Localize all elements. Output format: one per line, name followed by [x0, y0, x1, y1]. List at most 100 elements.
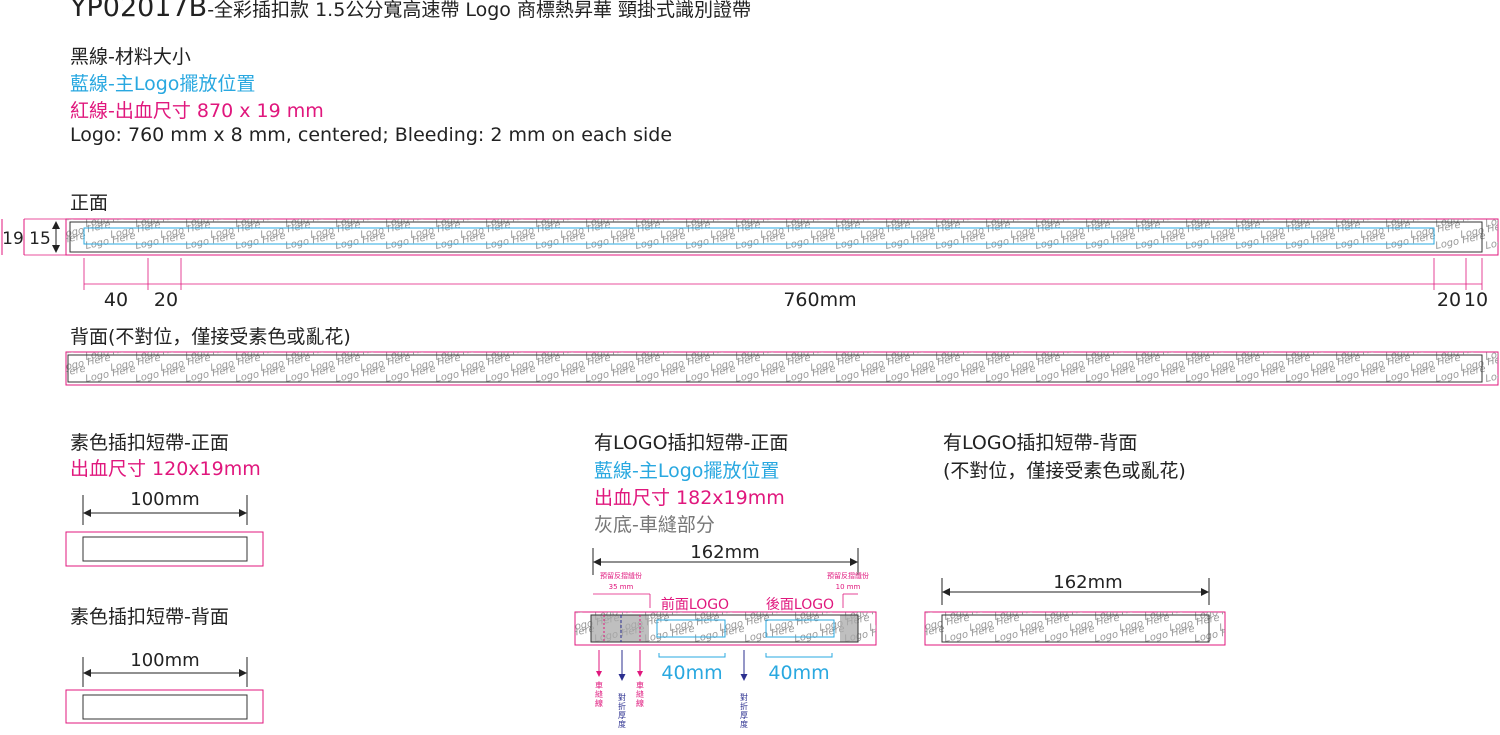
logo-here-text: Logo Here: [634, 209, 686, 230]
logo-front-bleed: 出血尺寸 182x19mm: [594, 487, 785, 509]
logo-here-text: Logo Here: [1334, 209, 1386, 230]
logo-here-text: Logo Here: [534, 209, 586, 230]
logo-here-text: Logo Here: [584, 342, 636, 363]
back-logo-label: 後面LOGO: [766, 597, 834, 613]
logo-here-text: Logo Here: [134, 209, 186, 230]
logo-here-text: Logo Here: [234, 342, 286, 363]
logo-here-text: Logo Here: [734, 342, 786, 363]
logo-here-text: Logo Here: [1434, 209, 1486, 230]
plain-front-bleed: 出血尺寸 120x19mm: [70, 458, 261, 480]
legend-red-line: 紅線-出血尺寸 870 x 19 mm: [70, 100, 324, 122]
logo-here-text: Logo Here: [1243, 602, 1295, 623]
logo-here-text: Logo Here: [1434, 342, 1486, 363]
logo-here-text: Logo Here: [1184, 209, 1236, 230]
logo-here-text: Logo Here: [334, 342, 386, 363]
logo-here-text: Logo Here: [1234, 209, 1286, 230]
logo-front-title: 有LOGO插扣短帶-正面: [594, 432, 789, 454]
logo-here-text: Logo Here: [184, 209, 236, 230]
fold-thickness-left: 對折厚度: [618, 692, 626, 729]
logo-here-text: Logo Here: [693, 602, 745, 623]
plain-front-strip: 100mm: [65, 489, 264, 567]
logo-here-text: Logo Here: [784, 342, 836, 363]
front-logo-40mm: 40mm: [661, 662, 722, 684]
back-logo-40mm: 40mm: [768, 662, 829, 684]
logo-here-text: Logo Here: [793, 602, 845, 623]
logo-here-text: Logo Here: [884, 209, 936, 230]
logo-here-text: Logo Here: [1093, 602, 1145, 623]
fold-thickness-right: 對折厚度: [740, 692, 748, 729]
logo-here-text: Logo Here: [984, 209, 1036, 230]
logo-spec: Logo: 760 mm x 8 mm, centered; Bleeding:…: [70, 124, 673, 146]
logo-front-blue-legend: 藍線-主Logo擺放位置: [594, 460, 780, 482]
sew-line-left: 車縫線: [595, 680, 603, 708]
logo-here-text: Logo Here: [734, 209, 786, 230]
logo-here-text: Logo Here: [684, 342, 736, 363]
logo-here-text: Logo Here: [534, 342, 586, 363]
dim-760-label: 760mm: [783, 289, 856, 311]
logo-here-text: Logo Here: [1218, 613, 1270, 634]
logo-here-text: Logo Here: [1243, 624, 1295, 645]
front-width-dimensions: 40 20 760mm 20 10: [83, 258, 1488, 311]
logo-here-text: Logo Here: [1484, 342, 1500, 363]
plain-front-dim-label: 100mm: [130, 489, 199, 510]
logo-here-text: Logo Here: [1284, 342, 1336, 363]
reserve-left-line2: 35 mm: [609, 583, 634, 591]
logo-back-subtitle: (不對位，僅接受素色或亂花): [943, 460, 1186, 482]
logo-here-text: Logo Here: [834, 209, 886, 230]
logo-here-text: Logo Here: [434, 342, 486, 363]
logo-here-text: Logo Here: [934, 342, 986, 363]
logo-here-text: Logo Here: [234, 209, 286, 230]
logo-here-text: Logo Here: [934, 209, 986, 230]
plain-back-title: 素色插扣短帶-背面: [70, 606, 229, 628]
logo-here-text: Logo Here: [993, 602, 1045, 623]
product-code: YP02017B-全彩插扣款 1.5公分寬高速帶 Logo 商標熱昇華 頸掛式識…: [70, 0, 751, 23]
reserve-right-line2: 10 mm: [836, 583, 861, 591]
logo-here-text: Logo Here: [1334, 342, 1386, 363]
front-label: 正面: [70, 192, 109, 214]
dim-20-right-label: 20: [1437, 289, 1461, 311]
legend-blue-line: 藍線-主Logo擺放位置: [70, 73, 256, 95]
logo-here-text: Logo Here: [184, 342, 236, 363]
reserve-right-line1: 預留反摺縫份: [827, 571, 869, 580]
dim-20-left-label: 20: [154, 289, 178, 311]
logo-here-text: Logo Here: [284, 342, 336, 363]
front-height-dimensions: 19 15: [1, 218, 66, 256]
logo-back-dim-label: 162mm: [1053, 572, 1122, 593]
dim-10-label: 10: [1464, 289, 1488, 311]
logo-here-text: Logo Here: [484, 342, 536, 363]
logo-here-text: Logo Here: [1184, 342, 1236, 363]
logo-back-title: 有LOGO插扣短帶-背面: [943, 432, 1138, 454]
logo-here-text: Logo Here: [384, 342, 436, 363]
logo-here-text: Logo Here: [484, 209, 536, 230]
logo-here-text: Logo Here: [334, 209, 386, 230]
logo-here-text: Logo Here: [1134, 209, 1186, 230]
logo-here-text: Logo Here: [1384, 209, 1436, 230]
logo-here-text: Logo Here: [1043, 602, 1095, 623]
logo-here-text: Logo Here: [834, 342, 886, 363]
plain-back-dim-label: 100mm: [130, 650, 199, 671]
logo-here-text: Logo Here: [868, 613, 920, 634]
logo-here-text: Logo Here: [384, 209, 436, 230]
plain-front-title: 素色插扣短帶-正面: [70, 432, 229, 454]
logo-here-text: Logo Here: [1284, 209, 1336, 230]
logo-here-text: Logo Here: [1484, 209, 1500, 230]
logo-here-text: Logo Here: [1384, 342, 1436, 363]
reserve-left-line1: 預留反摺縫份: [600, 571, 642, 580]
logo-here-text: Logo Here: [884, 342, 936, 363]
logo-here-text: Logo Here: [1084, 209, 1136, 230]
logo-here-text: Logo Here: [684, 209, 736, 230]
logo-here-text: Logo Here: [1084, 342, 1136, 363]
height-19-label: 19: [2, 229, 24, 249]
logo-here-text: Logo Here: [643, 602, 695, 623]
logo-here-text: Logo Here: [843, 602, 895, 623]
front-logo-label: 前面LOGO: [661, 596, 729, 613]
logo-here-text: Logo Here: [1134, 342, 1186, 363]
logo-here-text: Logo Here: [943, 602, 995, 623]
logo-here-text: Logo Here: [1143, 602, 1195, 623]
logo-here-text: Logo Here: [284, 209, 336, 230]
legend-black-line: 黑線-材料大小: [70, 46, 191, 68]
